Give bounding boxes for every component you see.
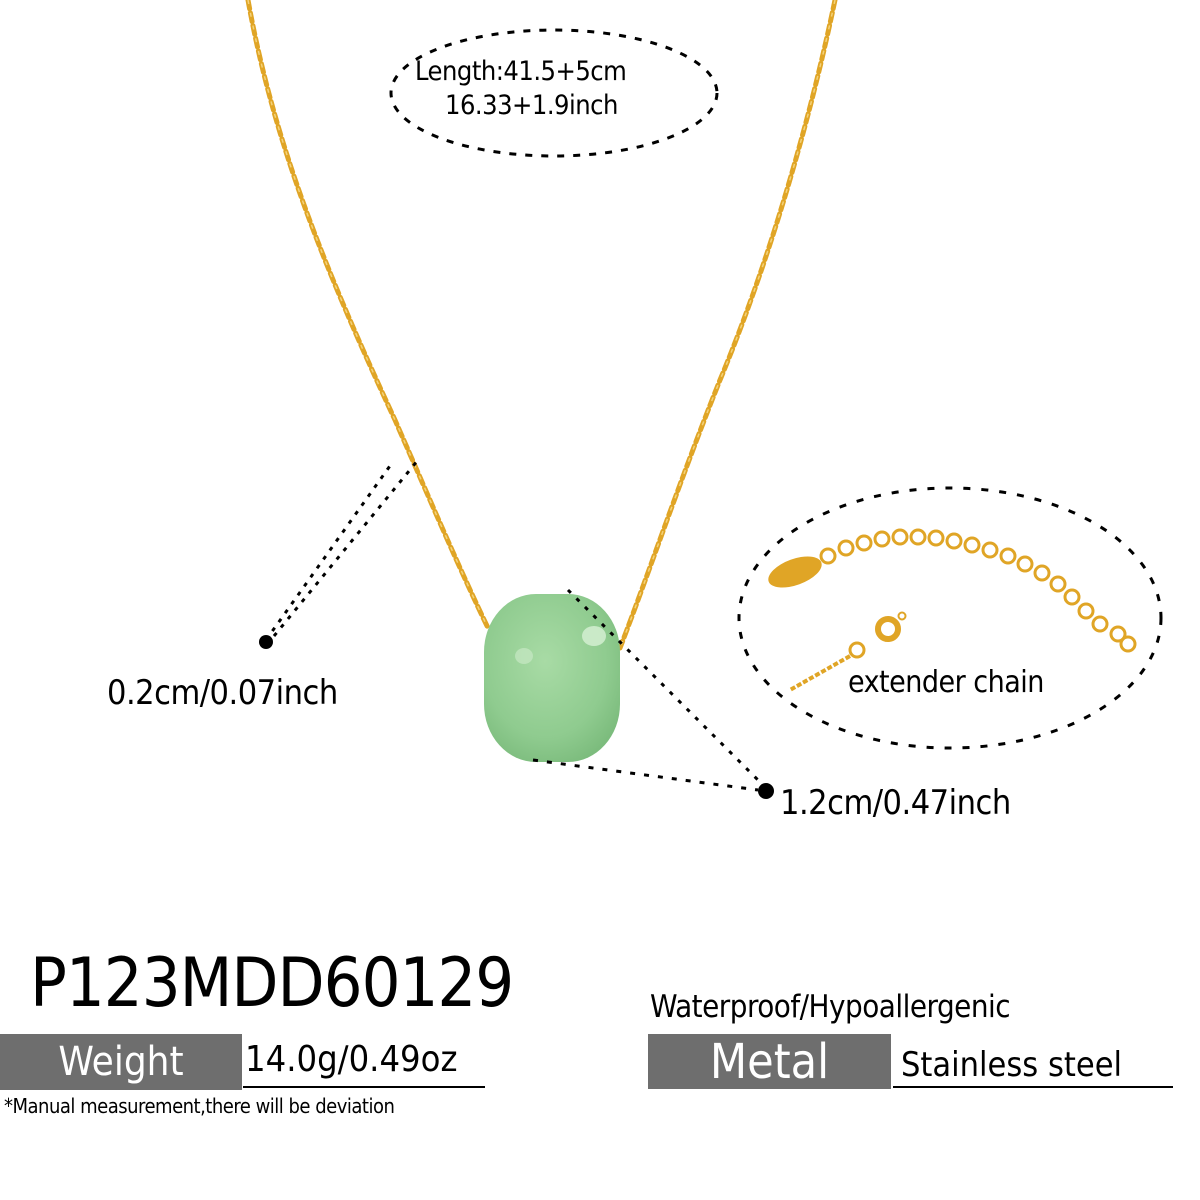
bead-size-dot: [758, 783, 774, 799]
length-cm-text: Length:41.5+5cm: [415, 56, 627, 87]
weight-value: 14.0g/0.49oz: [243, 1042, 485, 1088]
extender-chain-label: extender chain: [848, 665, 1044, 700]
metal-value: Stainless steel: [893, 1048, 1173, 1088]
weight-label: Weight: [0, 1034, 242, 1090]
chain-width-dot: [259, 635, 273, 649]
measurement-note: *Manual measurement,there will be deviat…: [4, 1094, 395, 1118]
extender-callout-ellipse: [737, 486, 1163, 750]
jade-bead: [484, 594, 620, 762]
length-inch-text: 16.33+1.9inch: [445, 90, 618, 121]
product-sku: P123MDD60129: [30, 944, 514, 1023]
length-callout-ellipse: [389, 28, 719, 158]
chain-width-text: 0.2cm/0.07inch: [107, 673, 338, 713]
features-text: Waterproof/Hypoallergenic: [650, 989, 1011, 1025]
extender-chain: [768, 528, 1137, 692]
bead-size-text: 1.2cm/0.47inch: [780, 783, 1011, 823]
chain-right: [617, 0, 838, 651]
metal-label: Metal: [648, 1034, 891, 1090]
